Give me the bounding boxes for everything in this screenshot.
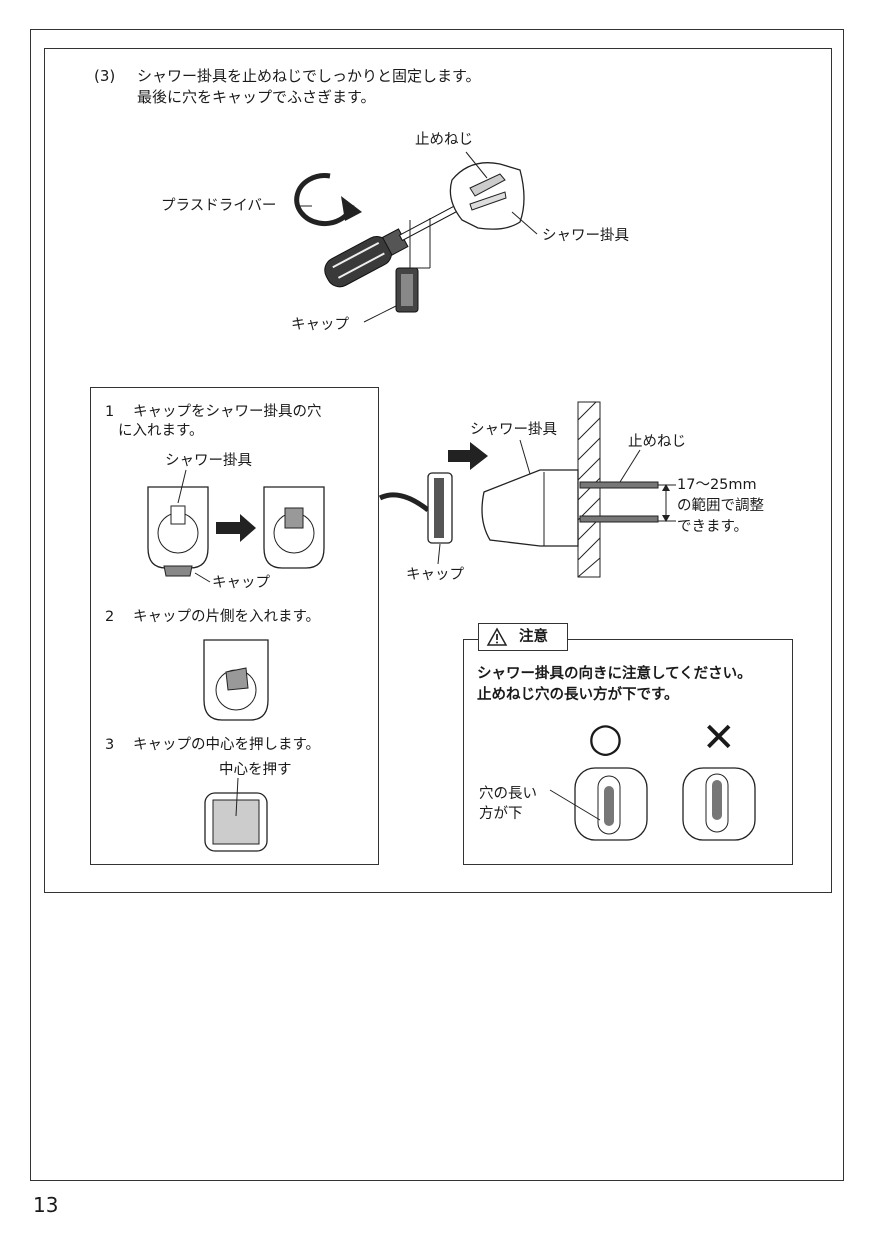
orientation-illustration <box>549 767 756 841</box>
content-frame <box>44 48 832 893</box>
correct-mark: ○ <box>588 715 623 761</box>
side-insert-arrow <box>448 442 488 470</box>
side-label-cap: キャップ <box>406 567 464 583</box>
caution-line1: シャワー掛具の向きに注意してください。 <box>477 666 752 682</box>
range-line3: できます。 <box>677 519 749 535</box>
caution-box <box>463 639 793 865</box>
caution-header: 注意 <box>478 623 568 651</box>
caution-title: 注意 <box>519 629 548 645</box>
side-section-illustration: シャワー掛具 止めねじ キャップ 17〜25mm の範囲で調整 できます。 <box>0 0 874 600</box>
cap-step1-number: 1 <box>105 404 115 420</box>
step-text-line2: 最後に穴をキャップでふさぎます。 <box>137 88 376 106</box>
label-screwdriver: プラスドライバー <box>161 198 277 214</box>
hole-label-line2: 方が下 <box>479 806 523 822</box>
cap-step2-number: 2 <box>105 609 115 625</box>
cap-step1-line1: キャップをシャワー掛具の穴 <box>133 404 322 420</box>
label-screw: 止めねじ <box>415 132 473 148</box>
side-label-screw: 止めねじ <box>628 434 686 450</box>
warning-icon <box>486 627 508 646</box>
range-line2: の範囲で調整 <box>677 498 764 514</box>
orientation-drawing <box>549 767 756 841</box>
page-number: 13 <box>33 1193 59 1217</box>
cap-steps-illustration <box>147 469 325 852</box>
cap-step1-holder-label: シャワー掛具 <box>165 453 252 469</box>
top-install-illustration: 止めねじ プラスドライバー シャワー掛具 キャップ <box>0 0 874 400</box>
label-cap: キャップ <box>291 317 349 333</box>
cap-step2-text: キャップの片側を入れます。 <box>133 609 321 625</box>
cap-step3-number: 3 <box>105 737 115 753</box>
step-number: (3) <box>94 67 116 85</box>
cap-step3-push-label: 中心を押す <box>219 762 292 778</box>
label-shower-holder: シャワー掛具 <box>542 228 629 244</box>
caution-line2: 止めねじ穴の長い方が下です。 <box>477 687 679 703</box>
cap-instructions-box <box>90 387 379 865</box>
step-text-line1: シャワー掛具を止めねじでしっかりと固定します。 <box>137 67 481 85</box>
top-illustration-drawing <box>294 151 538 323</box>
cap-step1-arrow <box>216 514 256 542</box>
page-outer-frame <box>30 29 844 1181</box>
cap-step1-cap-label: キャップ <box>212 575 270 591</box>
rotate-arrow-head <box>341 196 362 221</box>
cap-step3-text: キャップの中心を押します。 <box>133 737 321 753</box>
hole-label-line1: 穴の長い <box>479 786 537 802</box>
side-section-drawing <box>378 401 676 578</box>
cap-steps-drawing <box>147 469 325 852</box>
side-label-holder: シャワー掛具 <box>470 422 557 438</box>
range-line1: 17〜25mm <box>677 477 757 493</box>
wrong-mark: ✕ <box>702 715 736 761</box>
cap-step1-line2: に入れます。 <box>118 423 204 439</box>
